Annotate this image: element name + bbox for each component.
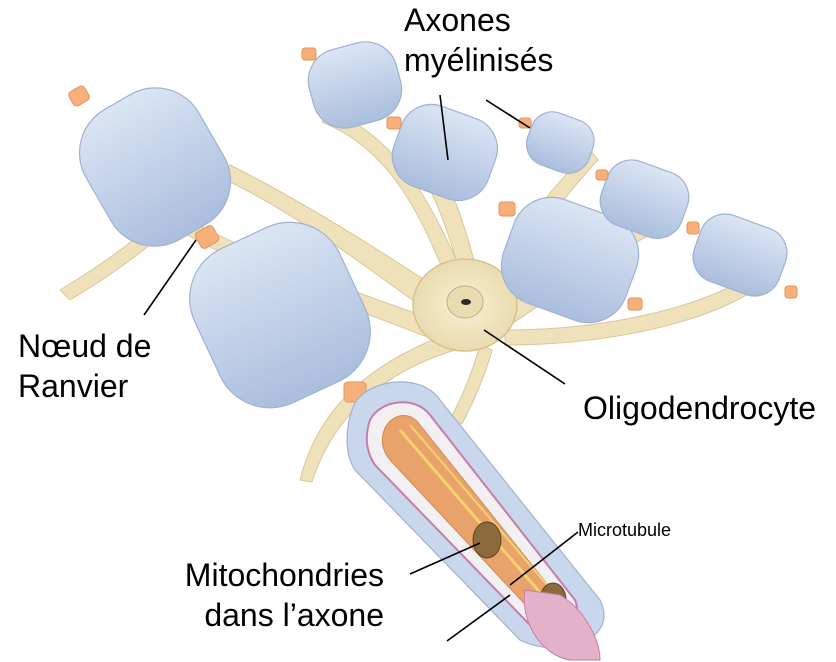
label-mito-line2: dans l’axone [185,595,384,635]
label-axones-line2: myélinisés [404,40,553,80]
label-noeud-de-ranvier: Nœud de Ranvier [18,326,151,406]
axon-cross-section [347,382,604,660]
nucleolus [461,299,471,305]
leader-axones-2 [486,100,530,128]
leader-noeud [144,240,196,315]
label-axones-line1: Axones [404,0,553,40]
label-mito-line1: Mitochondries [185,555,384,595]
label-noeud-line2: Ranvier [18,366,151,406]
label-noeud-line1: Nœud de [18,326,151,366]
label-axones-myelinises: Axones myélinisés [404,0,553,80]
label-microtubule: Microtubule [578,520,671,541]
label-mitochondries: Mitochondries dans l’axone [185,555,384,635]
label-oligodendrocyte: Oligodendrocyte [583,388,816,428]
mitochondrion-1 [473,522,501,558]
